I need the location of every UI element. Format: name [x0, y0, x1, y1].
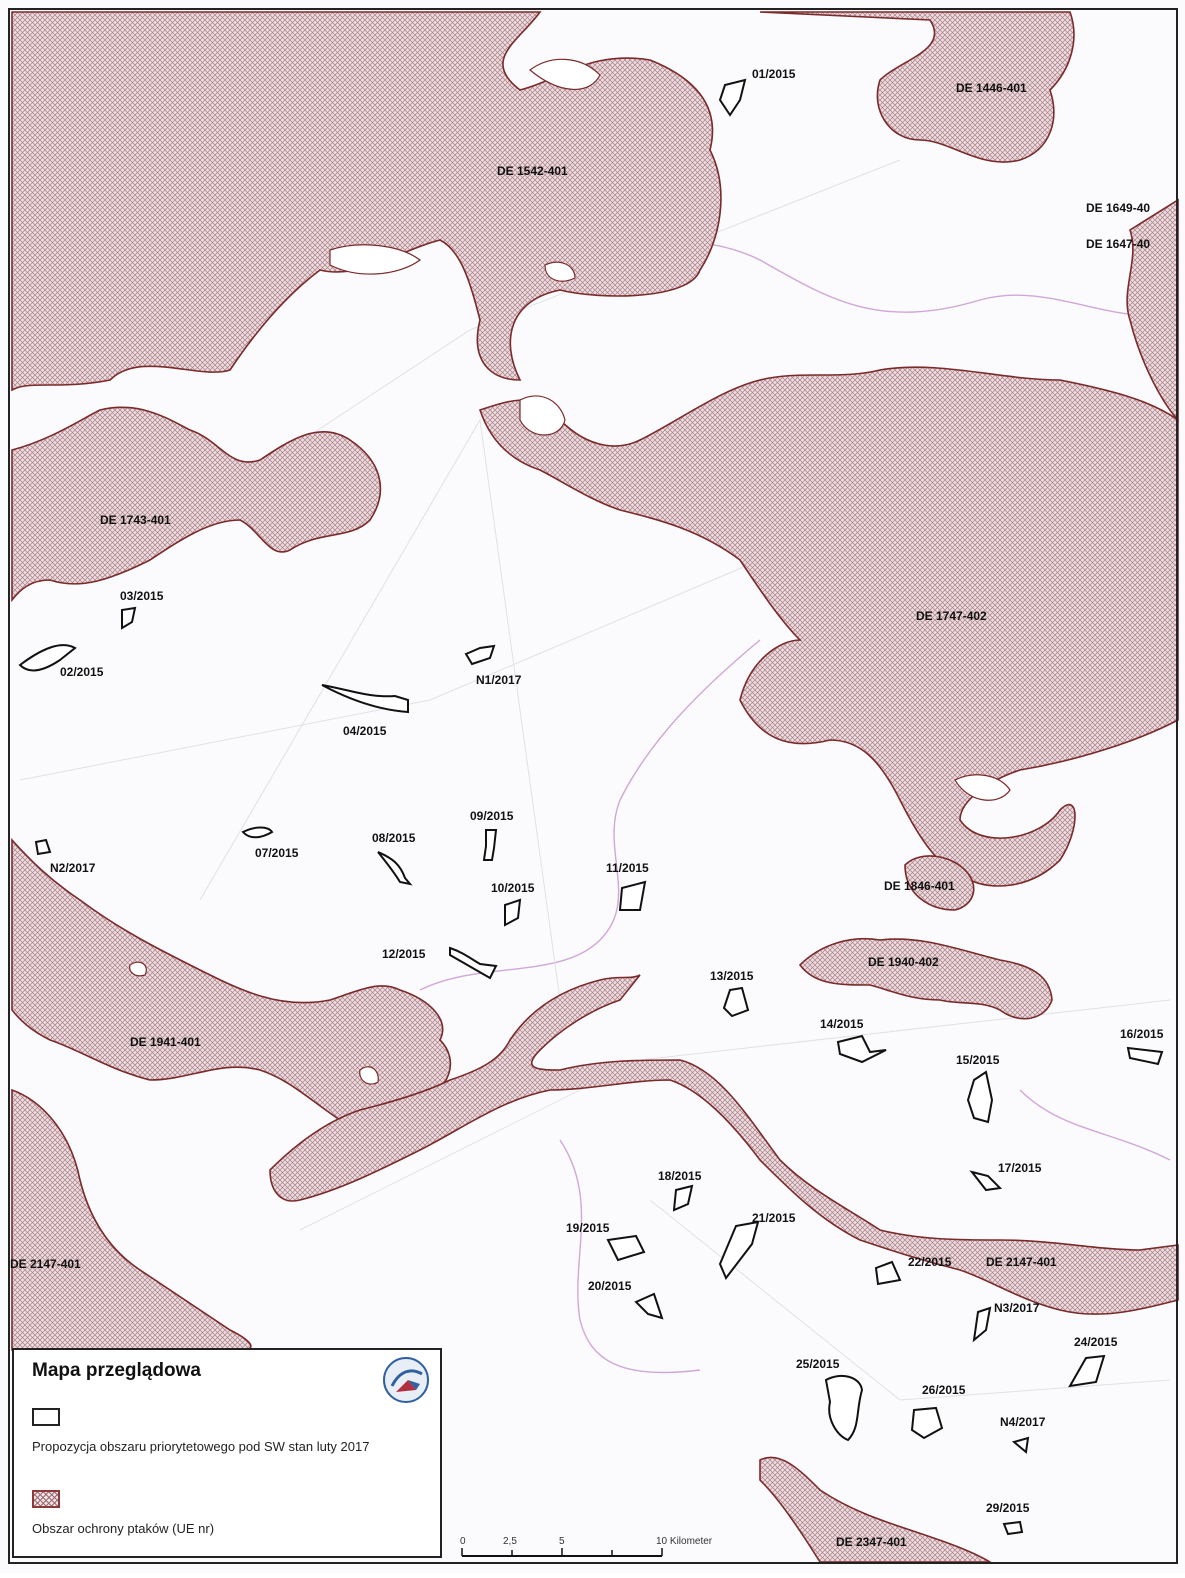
label-p14: 14/2015	[820, 1017, 864, 1031]
label-p29: 29/2015	[986, 1501, 1030, 1515]
label-de1647: DE 1647-40	[1086, 237, 1150, 251]
label-p02: 02/2015	[60, 665, 104, 679]
priority-area-18	[672, 1184, 694, 1212]
bird-protection-areas	[11, 11, 1179, 1563]
label-p17: 17/2015	[998, 1161, 1042, 1175]
label-p07: 07/2015	[255, 846, 299, 860]
label-p13: 13/2015	[710, 969, 754, 983]
bird-area-labels: DE 1446-401 DE 1542-401 DE 1649-40 DE 16…	[10, 81, 1150, 1549]
label-p20: 20/2015	[588, 1279, 632, 1293]
label-p19: 19/2015	[566, 1221, 610, 1235]
priority-area-22	[874, 1260, 902, 1286]
legend-label-bird-area: Obszar ochrony ptaków (UE nr)	[32, 1521, 215, 1536]
bird-area-east	[1126, 198, 1179, 423]
label-p12: 12/2015	[382, 947, 426, 961]
priority-area-02	[18, 644, 77, 672]
bird-area-de1940	[798, 937, 1053, 1020]
label-de2147-east: DE 2147-401	[986, 1255, 1057, 1269]
label-p08: 08/2015	[372, 831, 416, 845]
legend-title: Mapa przeglądowa	[32, 1360, 201, 1381]
label-de1649: DE 1649-40	[1086, 201, 1150, 215]
label-de1743: DE 1743-401	[100, 513, 171, 527]
label-p16: 16/2015	[1120, 1027, 1164, 1041]
bird-area-de2147-west	[11, 1088, 252, 1351]
priority-area-19	[606, 1234, 646, 1262]
priority-area-n2	[34, 838, 52, 856]
priority-area-12	[449, 946, 498, 980]
label-de1446: DE 1446-401	[956, 81, 1027, 95]
label-p18: 18/2015	[658, 1169, 702, 1183]
agency-logo-icon	[383, 1357, 429, 1403]
priority-area-11	[618, 880, 647, 911]
label-p21: 21/2015	[752, 1211, 796, 1225]
label-p09: 09/2015	[470, 809, 514, 823]
priority-area-29	[1002, 1520, 1024, 1536]
bird-area-de2347	[759, 1456, 993, 1563]
label-p25: 25/2015	[796, 1357, 840, 1371]
label-p01: 01/2015	[752, 67, 796, 81]
bird-area-de1846	[904, 855, 975, 911]
label-p11: 11/2015	[606, 861, 649, 875]
label-de1747: DE 1747-402	[916, 609, 987, 623]
priority-area-20	[634, 1292, 664, 1320]
legend-swatch-bird-area	[32, 1490, 60, 1508]
bird-area-ne	[759, 11, 1075, 163]
legend-swatch-priority	[32, 1408, 60, 1426]
priority-area-26	[910, 1406, 944, 1440]
label-de2147-west: DE 2147-401	[10, 1257, 81, 1271]
bird-area-de1747	[478, 366, 1179, 887]
area-holes	[129, 58, 1011, 1085]
priority-area-24	[1068, 1354, 1106, 1388]
priority-area-25	[824, 1374, 864, 1442]
priority-area-n1	[464, 644, 496, 666]
scale-tick-10: 10 Kilometer	[656, 1536, 713, 1547]
priority-area-n4	[1011, 1436, 1030, 1454]
priority-area-01	[718, 78, 747, 117]
priority-area-21	[718, 1220, 760, 1280]
label-p26: 26/2015	[922, 1383, 966, 1397]
label-p03: 03/2015	[120, 589, 164, 603]
label-n1: N1/2017	[476, 673, 522, 687]
bird-area-de1743	[11, 406, 382, 603]
priority-area-03	[121, 606, 137, 630]
label-de1542: DE 1542-401	[497, 164, 568, 178]
priority-area-17	[969, 1170, 1003, 1192]
priority-areas	[18, 78, 1164, 1536]
scale-tick-2-5: 2,5	[503, 1536, 517, 1547]
label-p10: 10/2015	[491, 881, 535, 895]
label-de1846: DE 1846-401	[884, 879, 955, 893]
label-de1940: DE 1940-402	[868, 955, 939, 969]
label-p15: 15/2015	[956, 1053, 1000, 1067]
priority-area-07	[241, 826, 274, 839]
scale-tick-0: 0	[460, 1536, 466, 1547]
label-p22: 22/2015	[908, 1255, 952, 1269]
priority-area-16	[1126, 1046, 1164, 1066]
bird-area-river	[269, 974, 1179, 1315]
bird-area-de1941	[11, 837, 452, 1125]
label-p04: 04/2015	[343, 724, 387, 738]
bird-area-nw	[11, 11, 722, 392]
priority-area-04	[321, 684, 409, 714]
legend-panel: Mapa przeglądowa Propozycja obszaru prio…	[12, 1348, 442, 1558]
label-de2347: DE 2347-401	[836, 1535, 907, 1549]
priority-area-n3	[972, 1306, 992, 1343]
priority-area-10	[504, 898, 522, 927]
priority-area-15	[966, 1070, 994, 1124]
priority-area-14	[836, 1034, 887, 1064]
label-de1941: DE 1941-401	[130, 1035, 201, 1049]
scale-tick-5: 5	[559, 1536, 565, 1547]
priority-area-13	[722, 986, 750, 1018]
priority-area-09	[482, 829, 498, 861]
priority-labels: 01/2015 02/2015 03/2015 04/2015 07/2015 …	[50, 67, 1164, 1515]
label-n3: N3/2017	[994, 1301, 1040, 1315]
legend-label-priority: Propozycja obszaru priorytetowego pod SW…	[32, 1439, 370, 1454]
label-n2: N2/2017	[50, 861, 96, 875]
priority-area-08	[377, 851, 413, 886]
label-p24: 24/2015	[1074, 1335, 1118, 1349]
label-n4: N4/2017	[1000, 1415, 1046, 1429]
scale-bar: 0 2,5 5 10 Kilometer	[460, 1536, 713, 1557]
